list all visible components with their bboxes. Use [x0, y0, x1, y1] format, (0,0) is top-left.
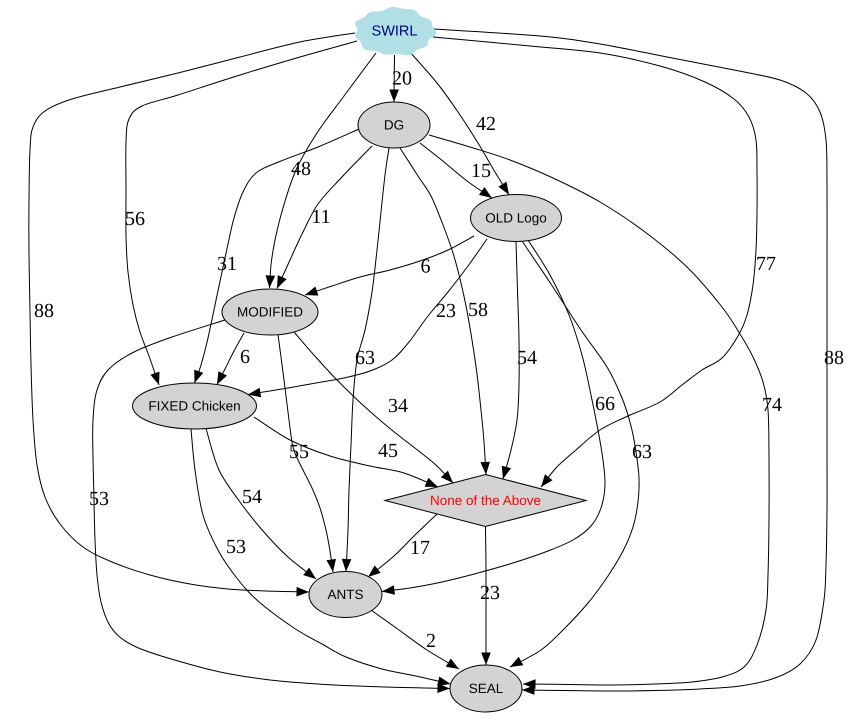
svg-text:53: 53 [89, 488, 109, 510]
svg-text:31: 31 [217, 253, 237, 275]
svg-text:63: 63 [632, 441, 652, 463]
svg-text:11: 11 [311, 206, 330, 228]
svg-text:None of the Above: None of the Above [430, 493, 541, 508]
svg-text:FIXED Chicken: FIXED Chicken [148, 399, 240, 414]
svg-text:6: 6 [421, 256, 431, 278]
svg-text:SWIRL: SWIRL [372, 24, 418, 40]
svg-text:15: 15 [471, 160, 491, 182]
svg-text:ANTS: ANTS [327, 587, 363, 602]
svg-text:77: 77 [756, 253, 776, 275]
svg-text:66: 66 [595, 393, 615, 415]
svg-text:23: 23 [480, 582, 500, 604]
svg-text:20: 20 [392, 68, 412, 90]
svg-text:63: 63 [355, 347, 375, 369]
svg-text:23: 23 [436, 300, 456, 322]
svg-text:48: 48 [291, 158, 311, 180]
svg-text:53: 53 [226, 536, 246, 558]
svg-text:88: 88 [824, 347, 844, 369]
svg-text:54: 54 [242, 486, 262, 508]
svg-text:45: 45 [378, 440, 398, 462]
svg-text:58: 58 [468, 299, 488, 321]
svg-text:54: 54 [517, 347, 537, 369]
svg-text:DG: DG [384, 118, 404, 133]
svg-text:56: 56 [125, 208, 145, 230]
svg-text:SEAL: SEAL [469, 681, 504, 696]
svg-text:MODIFIED: MODIFIED [237, 305, 303, 320]
svg-text:42: 42 [476, 113, 496, 135]
svg-text:34: 34 [388, 395, 408, 417]
svg-text:OLD Logo: OLD Logo [485, 211, 547, 226]
svg-text:88: 88 [34, 300, 54, 322]
svg-text:6: 6 [240, 346, 250, 368]
svg-text:2: 2 [426, 630, 436, 652]
svg-text:17: 17 [410, 537, 430, 559]
svg-text:74: 74 [762, 394, 782, 416]
